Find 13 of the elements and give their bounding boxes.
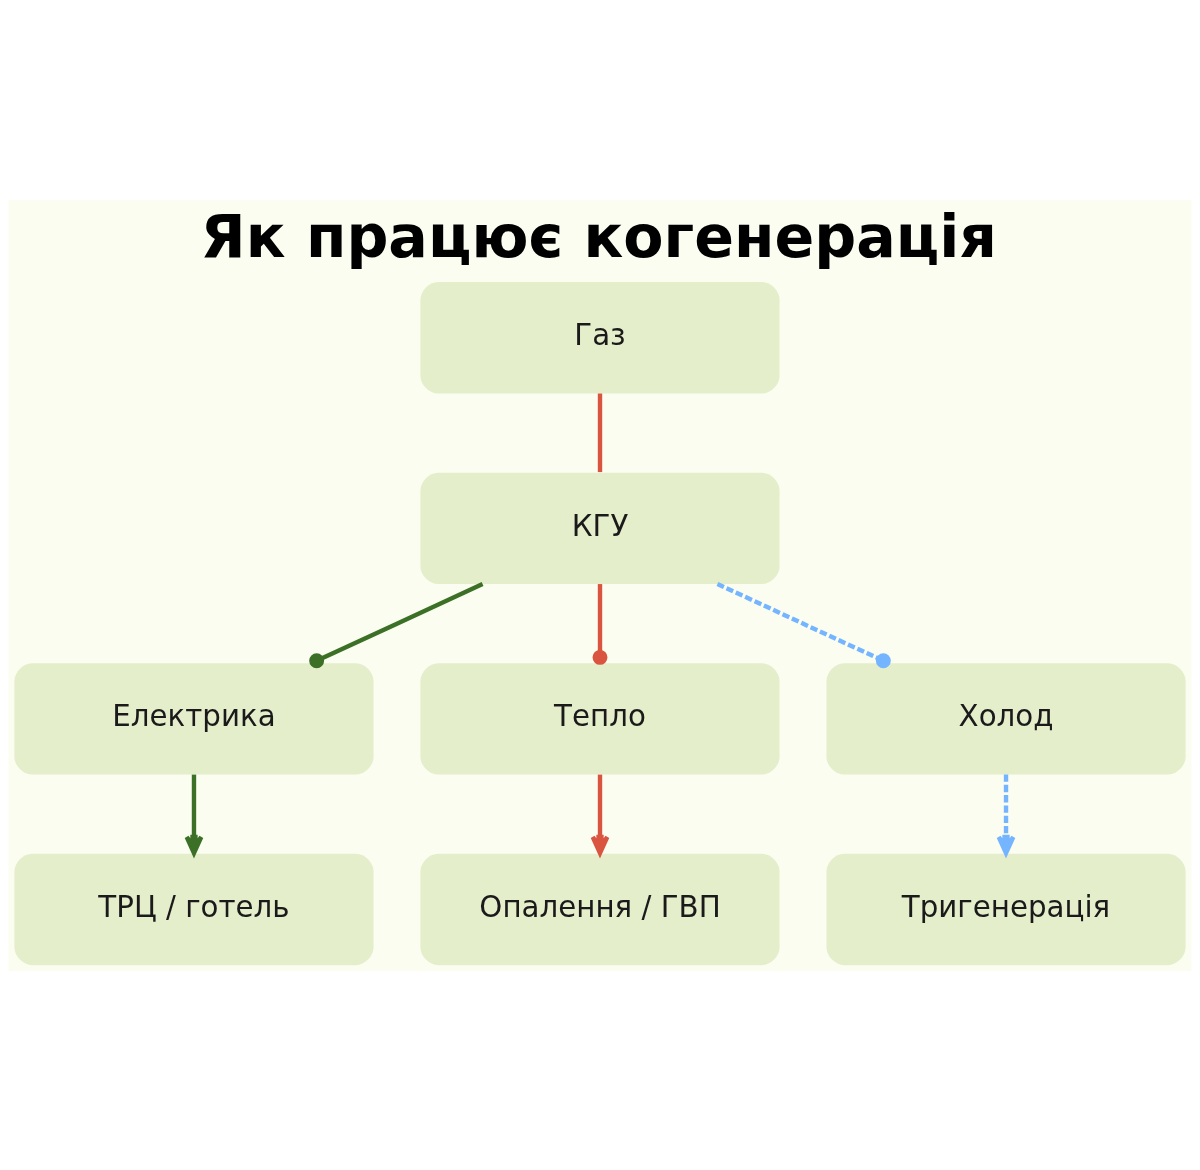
node-box: КГУ <box>420 472 780 584</box>
node-box: Опалення / ГВП <box>420 853 780 965</box>
node-box: ТРЦ / готель <box>14 853 374 965</box>
connector <box>597 393 603 472</box>
node-box: Холод <box>826 662 1186 775</box>
connector <box>592 583 608 665</box>
connector <box>309 581 484 668</box>
node-box: Тепло <box>420 662 780 775</box>
connector <box>716 581 891 668</box>
node-box: Тригенерація <box>826 853 1186 965</box>
node-box: Газ <box>420 281 780 393</box>
diagram-title: Як працює когенерація <box>200 202 997 271</box>
node-box: Електрика <box>14 662 374 775</box>
